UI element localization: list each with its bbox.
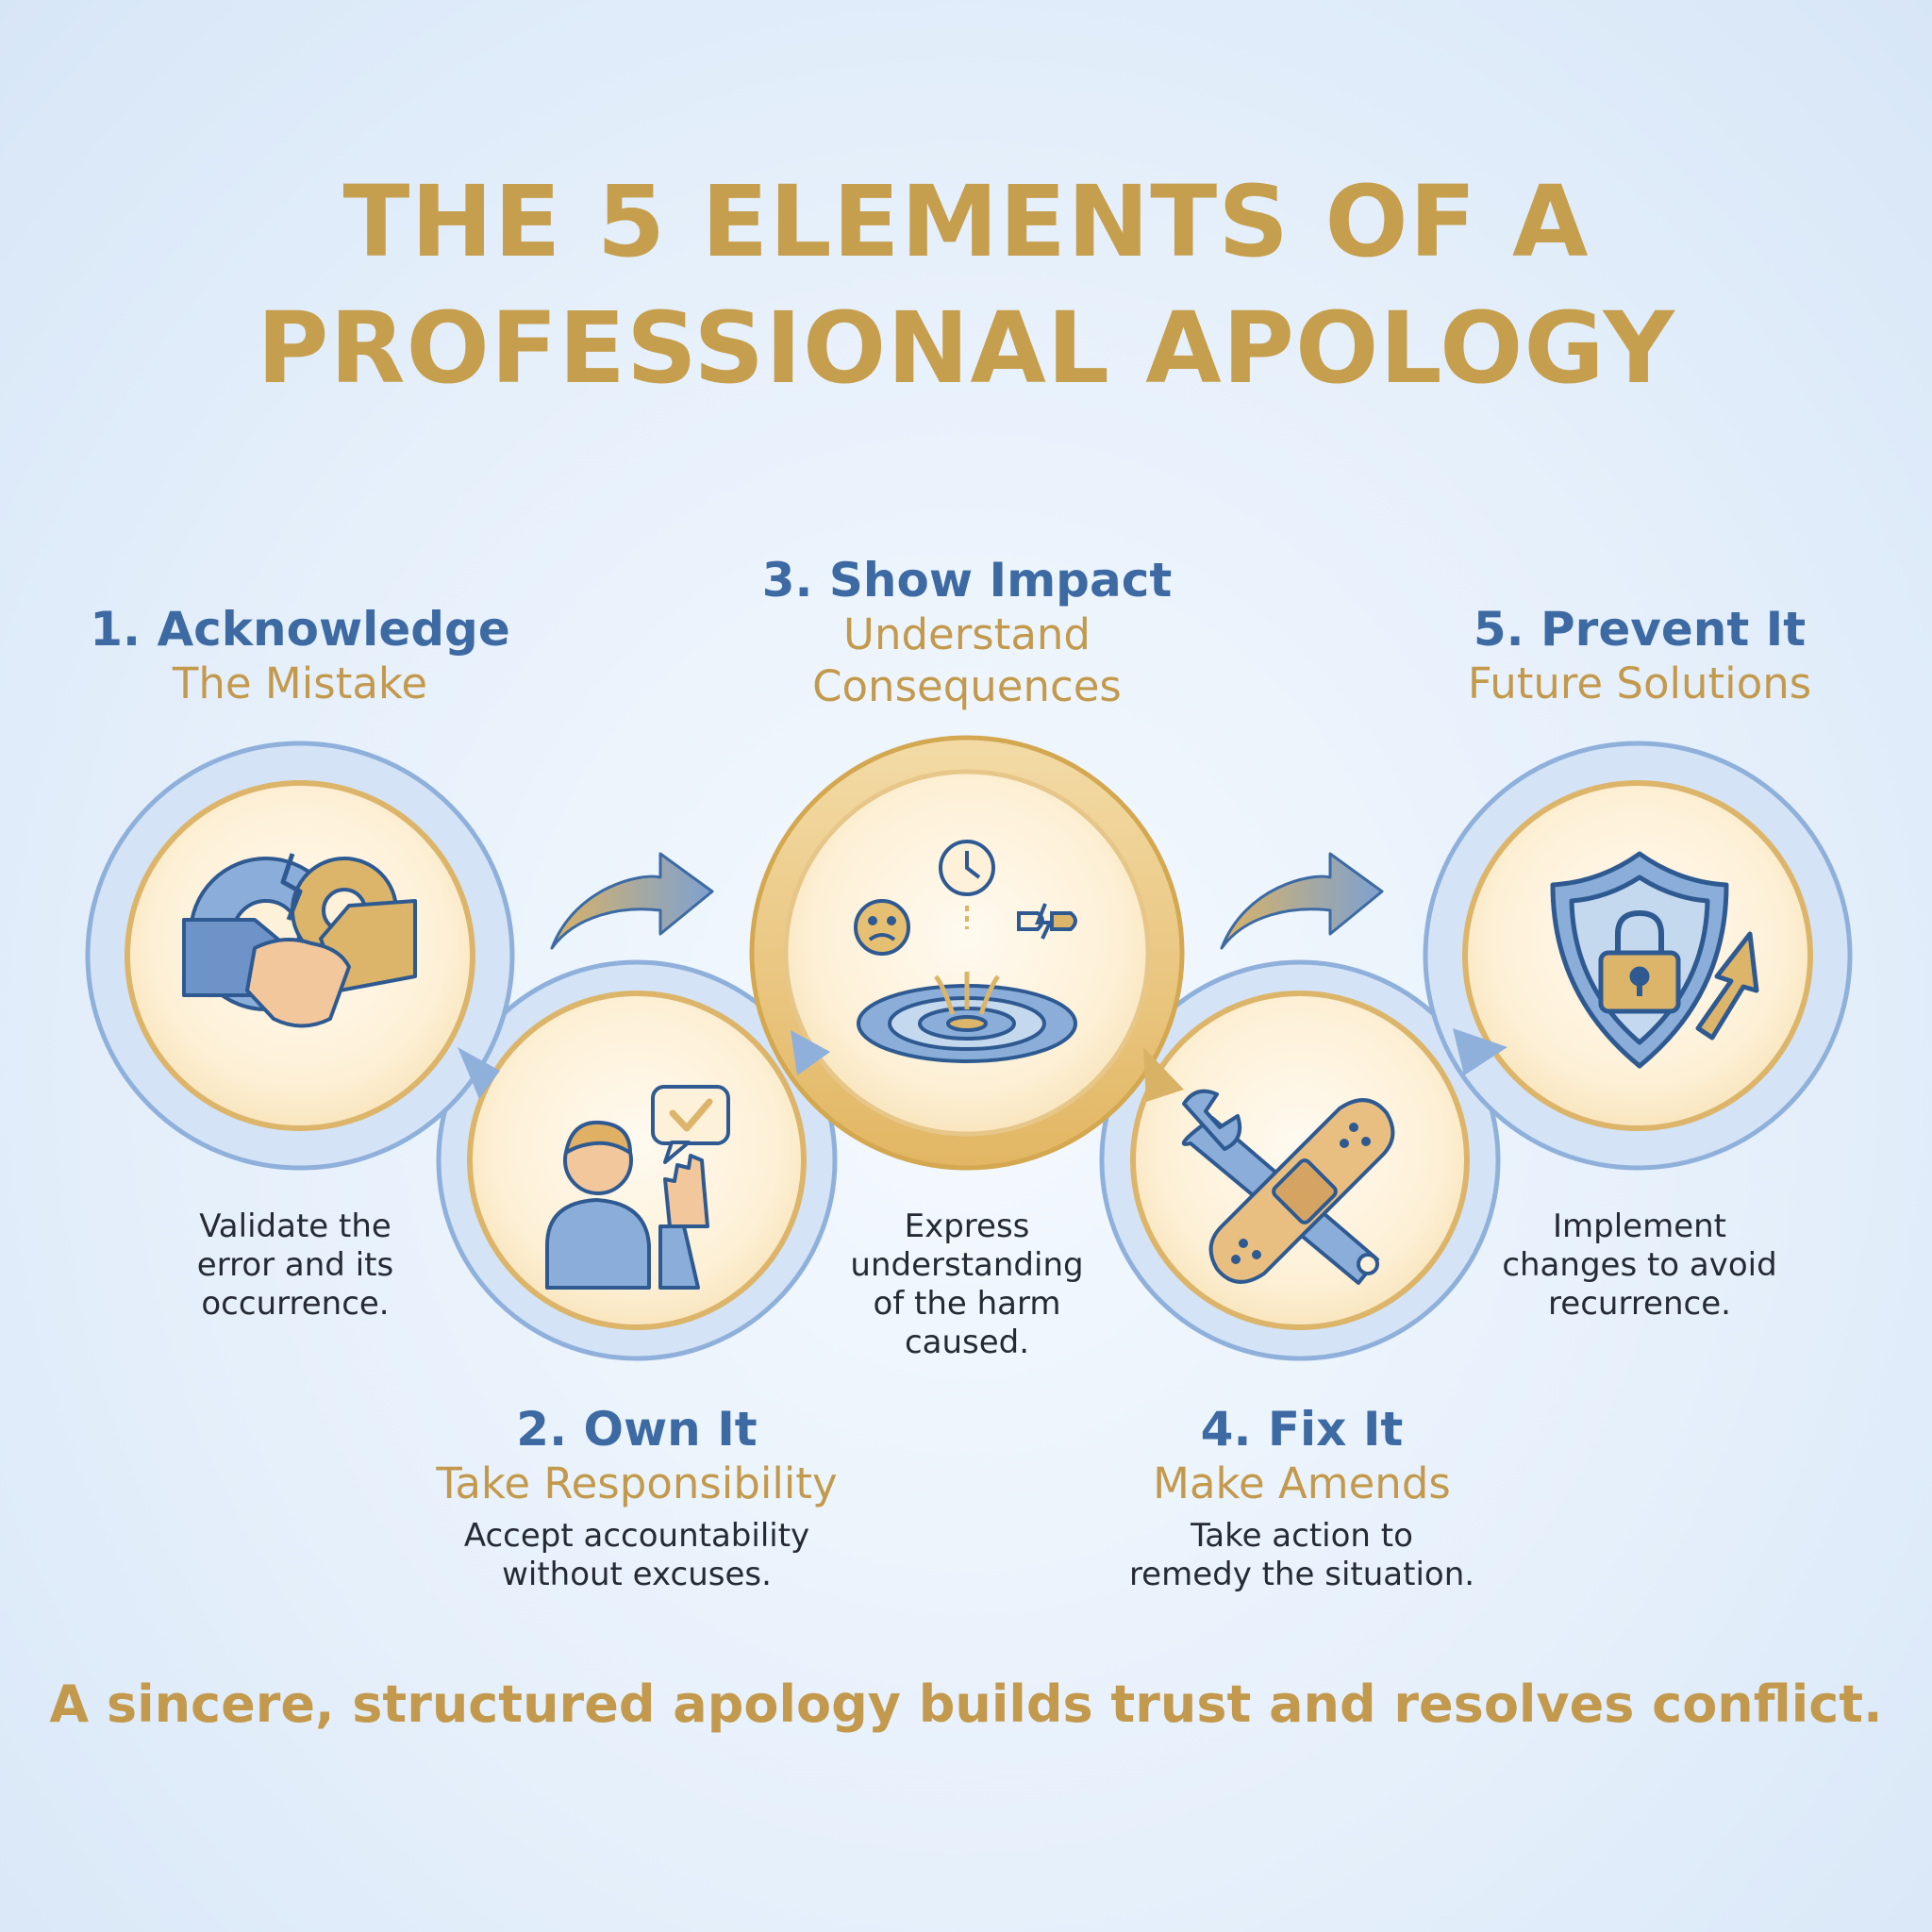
step-1-heading: 1. Acknowledge The Mistake (64, 601, 536, 709)
step-4-heading: 4. Fix It Make Amends (1066, 1401, 1538, 1509)
step-4-title: 4. Fix It (1200, 1402, 1404, 1457)
handshake-gears-icon (182, 853, 417, 1028)
step-3-subtitle-line: Consequences (812, 661, 1122, 711)
step-1-title: 1. Acknowledge (90, 602, 510, 657)
step-3-description-line: Express (904, 1208, 1030, 1245)
step-5-description: Implement changes to avoid recurrence. (1479, 1208, 1800, 1324)
step-3-subtitle-line: Understand (843, 609, 1091, 659)
step-5-heading: 5. Prevent It Future Solutions (1385, 601, 1894, 709)
step-3-ring (749, 735, 1185, 1171)
title-line-1: THE 5 ELEMENTS OF A (342, 164, 1590, 279)
step-5-description-line: Implement (1552, 1208, 1726, 1245)
step-1-description-line: occurrence. (201, 1285, 390, 1323)
title-line-2: PROFESSIONAL APOLOGY (257, 291, 1675, 406)
ripple-impact-icon (854, 840, 1077, 1063)
connector-arrow-3-4 (1143, 1047, 1184, 1102)
step-3-description-line: of the harm (873, 1285, 1061, 1323)
page-title: THE 5 ELEMENTS OF A PROFESSIONAL APOLOGY (0, 158, 1932, 411)
step-3-description-line: caused. (904, 1324, 1030, 1361)
step-1-description: Validate the error and its occurrence. (144, 1208, 446, 1324)
step-1-subtitle: The Mistake (172, 658, 428, 708)
step-4-subtitle: Make Amends (1153, 1458, 1451, 1508)
step-1-description-line: Validate the (199, 1208, 391, 1245)
step-5-title: 5. Prevent It (1473, 602, 1807, 657)
connector-arrow-1-2 (458, 1047, 500, 1099)
step-3-description: Express understanding of the harm caused… (821, 1208, 1113, 1362)
step-5-description-line: changes to avoid (1502, 1246, 1777, 1284)
step-2-heading: 2. Own It Take Responsibility (401, 1401, 873, 1509)
connector-arrow-2-3 (791, 1030, 830, 1075)
step-5-subtitle: Future Solutions (1467, 658, 1812, 708)
step-2-subtitle: Take Responsibility (436, 1458, 838, 1508)
step-2-description-line: without excuses. (502, 1556, 772, 1593)
connector-arrow-4-5 (1453, 1028, 1507, 1075)
step-3-heading: 3. Show Impact Understand Consequences (731, 552, 1203, 712)
step-4-description: Take action to remedy the situation. (1066, 1517, 1538, 1594)
step-4-description-line: Take action to (1191, 1517, 1413, 1555)
person-raised-hand-icon (545, 1085, 730, 1290)
curved-arrow-1-3 (550, 852, 714, 950)
step-5-description-line: recurrence. (1548, 1285, 1731, 1323)
wrench-bandage-icon (1181, 1089, 1395, 1285)
step-2-description-line: Accept accountability (463, 1517, 810, 1555)
step-3-title: 3. Show Impact (761, 553, 1173, 608)
tagline: A sincere, structured apology builds tru… (49, 1674, 1883, 1734)
step-1-description-line: error and its (196, 1246, 394, 1284)
step-2-description: Accept accountability without excuses. (401, 1517, 873, 1594)
step-4-description-line: remedy the situation. (1128, 1556, 1475, 1593)
curved-arrow-3-5 (1220, 852, 1384, 950)
step-3-description-line: understanding (850, 1246, 1084, 1284)
shield-lock-icon (1550, 851, 1759, 1069)
step-2-title: 2. Own It (516, 1402, 758, 1457)
